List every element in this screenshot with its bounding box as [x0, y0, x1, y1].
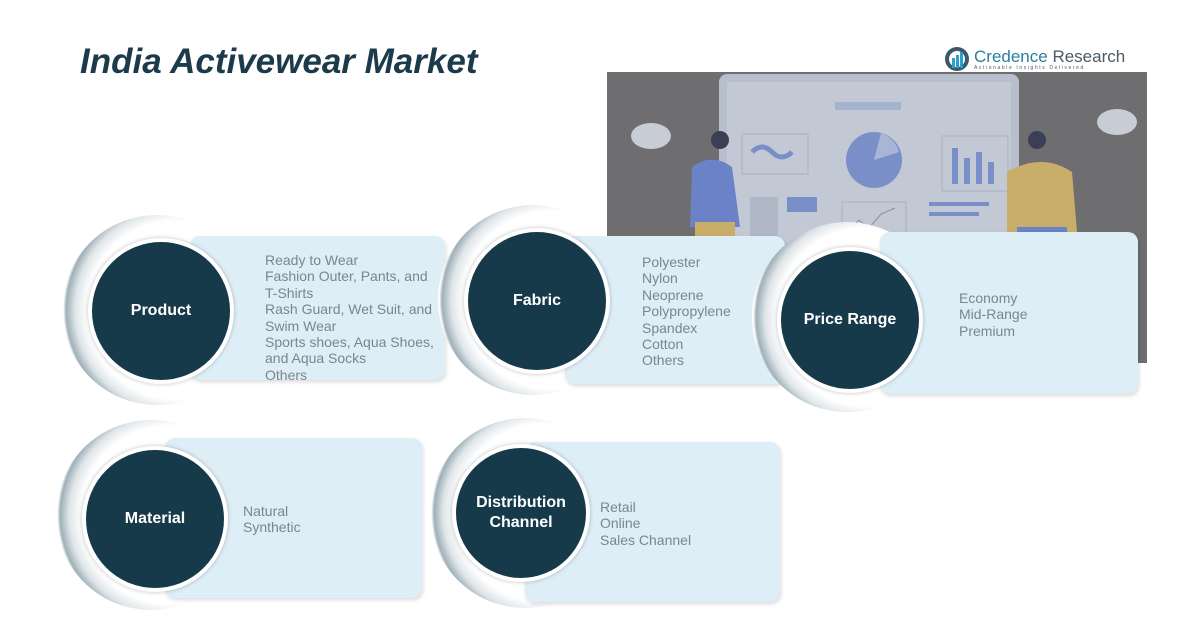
list-item: Rash Guard, Wet Suit, and — [265, 301, 433, 318]
list-item: Polypropylene — [642, 303, 731, 320]
list-item: Spandex — [642, 319, 698, 336]
list-item: Sports shoes, Aqua Shoes, — [265, 334, 434, 351]
list-item: Economy — [959, 290, 1018, 306]
price-range-card — [880, 232, 1138, 394]
fabric-circle: Fabric — [464, 228, 610, 374]
material-items: Natural Synthetic — [243, 503, 301, 536]
list-item: Neoprene — [642, 286, 704, 303]
material-circle: Material — [82, 446, 228, 592]
logo-icon — [945, 47, 969, 71]
list-item: Premium — [959, 322, 1016, 339]
credence-research-logo: Credence Research Actionable Insights De… — [944, 46, 1125, 72]
logo-tagline: Actionable Insights Delivered — [974, 64, 1085, 71]
list-item: Natural — [243, 503, 289, 519]
list-item: Others — [642, 352, 685, 369]
logo-name-2: Research — [1052, 46, 1126, 66]
list-item: Others — [265, 366, 308, 383]
product-circle: Product — [88, 238, 234, 384]
list-item: Retail — [600, 499, 636, 515]
fabric-items: Polyester Nylon Neoprene Polypropylene S… — [642, 254, 731, 369]
list-item: and Aqua Socks — [265, 350, 367, 367]
price-range-circle: Price Range — [777, 247, 923, 393]
page-title: India Activewear Market — [80, 42, 478, 81]
price-range-items: Economy Mid-Range Premium — [959, 290, 1027, 339]
logo-name-1: Credence — [974, 46, 1048, 66]
list-item: Mid-Range — [959, 306, 1028, 323]
list-item: Ready to Wear — [265, 252, 359, 268]
list-item: Synthetic — [243, 519, 301, 536]
product-items: Ready to Wear Fashion Outer, Pants, and … — [265, 252, 434, 383]
distribution-channel-circle: Distribution Channel — [452, 444, 590, 582]
distribution-channel-items: Retail Online Sales Channel — [600, 499, 691, 548]
list-item: Sales Channel — [600, 531, 692, 548]
list-item: Cotton — [642, 336, 684, 353]
list-item: Online — [600, 515, 641, 532]
list-item: T-Shirts — [265, 284, 314, 301]
list-item: Polyester — [642, 254, 701, 270]
list-item: Swim Wear — [265, 317, 337, 334]
list-item: Nylon — [642, 270, 678, 287]
list-item: Fashion Outer, Pants, and — [265, 268, 428, 285]
